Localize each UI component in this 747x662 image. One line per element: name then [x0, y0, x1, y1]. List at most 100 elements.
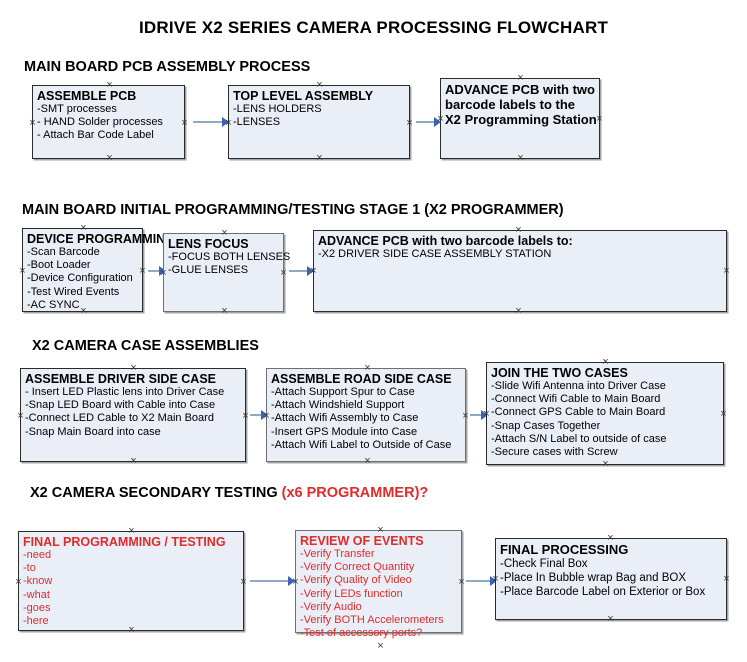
- node-advance-pcb-driver-side-case[interactable]: ADVANCE PCB with two barcode labels to: …: [313, 230, 727, 312]
- connector-handle-left[interactable]: [14, 578, 23, 587]
- node-line: -Insert GPS Module into Case: [271, 425, 418, 438]
- connector-handle-right[interactable]: [405, 119, 414, 128]
- node-assemble-pcb[interactable]: ASSEMBLE PCB -SMT processes - HAND Solde…: [32, 85, 185, 159]
- section-title-main-board-initial-programming: MAIN BOARD INITIAL PROGRAMMING/TESTING S…: [22, 202, 564, 218]
- node-line: -Attach Wifi Assembly to Case: [271, 412, 419, 425]
- connector-handle-right[interactable]: [719, 410, 728, 419]
- connector-handle-bottom[interactable]: [514, 307, 523, 316]
- arrow-head-icon: [288, 576, 295, 586]
- node-lens-focus[interactable]: LENS FOCUS -FOCUS BOTH LENSES -GLUE LENS…: [163, 233, 290, 312]
- node-line: -LENSES: [233, 116, 281, 129]
- node-line: -Verify Quality of Video: [300, 574, 412, 587]
- connector-assemble-pcb-to-top-level-assembly: [193, 121, 227, 123]
- connector-handle-right[interactable]: [461, 412, 470, 421]
- page-title: IDRIVE X2 SERIES CAMERA PROCESSING FLOWC…: [138, 18, 609, 37]
- node-header: FINAL PROCESSING: [500, 542, 629, 557]
- node-line: -to: [23, 562, 36, 575]
- node-line: -Slide Wifi Antenna into Driver Case: [491, 380, 666, 392]
- node-join-the-two-cases[interactable]: JOIN THE TWO CASES -Slide Wifi Antenna i…: [486, 362, 724, 465]
- node-header: DEVICE PROGRAMMING: [27, 232, 175, 246]
- node-line: barcode labels to the: [445, 97, 576, 112]
- node-line: -Check Final Box: [500, 558, 588, 570]
- connector-handle-right[interactable]: [239, 578, 248, 587]
- node-line: -Scan Barcode: [27, 246, 100, 258]
- section-title-x2-camera-secondary-testing: X2 CAMERA SECONDARY TESTING (x6 PROGRAMM…: [30, 485, 428, 501]
- node-header: JOIN THE TWO CASES: [491, 366, 628, 380]
- node-header: LENS FOCUS: [168, 237, 249, 251]
- node-line: -Attach Windshield Support: [271, 399, 405, 412]
- node-line: -X2 DRIVER SIDE CASE ASSEMBLY STATION: [318, 248, 552, 260]
- connector-handle-bottom[interactable]: [105, 154, 114, 163]
- node-line: -GLUE LENSES: [168, 264, 249, 277]
- node-header: ADVANCE PCB with two barcode labels to:: [318, 234, 573, 248]
- node-header: FINAL PROGRAMMING / TESTING: [23, 535, 226, 549]
- node-line: - HAND Solder processes: [37, 116, 163, 129]
- node-assemble-driver-side-case[interactable]: ASSEMBLE DRIVER SIDE CASE - Insert LED P…: [20, 368, 246, 462]
- node-line: -SMT processes: [37, 103, 117, 115]
- arrow-head-icon: [481, 410, 488, 420]
- connector-review-of-events-to-final-processing: [466, 580, 495, 582]
- node-line: -Snap LED Board with Cable into Case: [25, 399, 216, 412]
- node-line: -AC SYNC: [27, 298, 80, 311]
- node-final-processing[interactable]: FINAL PROCESSING -Check Final Box -Place…: [495, 538, 727, 620]
- connector-handle-bottom[interactable]: [363, 457, 372, 466]
- node-line: -Verify Transfer: [300, 548, 375, 560]
- node-line: -here: [23, 615, 49, 628]
- node-device-programming[interactable]: DEVICE PROGRAMMING -Scan Barcode -Boot L…: [22, 228, 175, 312]
- node-header: ASSEMBLE ROAD SIDE CASE: [271, 372, 452, 386]
- node-line-overflow: -Test of accessory ports?: [300, 627, 423, 640]
- connector-handle-bottom[interactable]: [606, 615, 615, 624]
- node-line: -LENS HOLDERS: [233, 103, 322, 115]
- node-final-programming-testing[interactable]: FINAL PROGRAMMING / TESTING -need -to -k…: [18, 531, 244, 631]
- connector-handle-bottom[interactable]: [129, 457, 138, 466]
- node-line: -Connect LED Cable to X2 Main Board: [25, 412, 214, 425]
- node-line: - Insert LED Plastic lens into Driver Ca…: [25, 386, 225, 398]
- arrow-head-icon: [159, 266, 166, 276]
- connector-handle-bottom[interactable]: [376, 642, 385, 651]
- connector-handle-bottom[interactable]: [516, 154, 525, 163]
- connector-final-programming-to-review-of-events: [250, 580, 293, 582]
- connector-handle-right[interactable]: [241, 412, 250, 421]
- connector-handle-right[interactable]: [722, 575, 731, 584]
- node-line: -Boot Loader: [27, 259, 91, 272]
- node-review-of-events[interactable]: REVIEW OF EVENTS -Verify Transfer -Verif…: [295, 530, 462, 639]
- node-line: -Attach S/N Label to outside of case: [491, 432, 667, 445]
- connector-handle-bottom[interactable]: [315, 154, 324, 163]
- node-assemble-road-side-case[interactable]: ASSEMBLE ROAD SIDE CASE -Attach Support …: [266, 368, 466, 462]
- connector-handle-right[interactable]: [722, 267, 731, 276]
- connector-handle-right[interactable]: [457, 578, 466, 587]
- connector-handle-right[interactable]: [279, 269, 288, 278]
- node-line: -Test Wired Events: [27, 285, 120, 298]
- node-header: TOP LEVEL ASSEMBLY: [233, 89, 374, 103]
- arrow-head-icon: [434, 117, 441, 127]
- connector-handle-left[interactable]: [28, 119, 37, 128]
- node-line: -Connect Wifi Cable to Main Board: [491, 393, 661, 406]
- node-line: -Place Barcode Label on Exterior or Box: [500, 586, 706, 598]
- node-top-level-assembly[interactable]: TOP LEVEL ASSEMBLY -LENS HOLDERS -LENSES: [228, 85, 410, 159]
- node-line: -Snap Main Board into case: [25, 425, 161, 438]
- connector-driver-side-to-road-side: [250, 414, 266, 416]
- node-line: -what: [23, 588, 50, 601]
- connector-handle-left[interactable]: [16, 412, 25, 421]
- node-line: -Snap Cases Together: [491, 419, 601, 432]
- connector-handle-right[interactable]: [180, 119, 189, 128]
- arrow-head-icon: [222, 117, 229, 127]
- arrow-head-icon: [261, 410, 268, 420]
- connector-handle-left[interactable]: [18, 267, 27, 276]
- node-line: -Attach Support Spur to Case: [271, 386, 415, 398]
- node-line: -Attach Wifi Label to Outside of Case: [271, 438, 452, 451]
- arrow-head-icon: [307, 266, 314, 276]
- connector-handle-right[interactable]: [138, 267, 147, 276]
- connector-handle-bottom[interactable]: [220, 307, 229, 316]
- section-title-accent: (x6 PROGRAMMER)?: [281, 485, 429, 501]
- node-line: -Verify Audio: [300, 600, 362, 613]
- connector-device-programming-to-lens-focus: [148, 270, 164, 272]
- node-line: - Attach Bar Code Label: [37, 129, 154, 142]
- section-title-main-board-pcb-assembly-process: MAIN BOARD PCB ASSEMBLY PROCESS: [24, 59, 311, 75]
- node-line: -Device Configuration: [27, 272, 133, 285]
- node-line: -Secure cases with Screw: [491, 446, 618, 459]
- section-title-text: X2 CAMERA SECONDARY TESTING: [30, 485, 282, 501]
- node-line: -know: [23, 575, 53, 588]
- connector-handle-bottom[interactable]: [601, 460, 610, 469]
- node-advance-pcb-programming-station[interactable]: ADVANCE PCB with two barcode labels to t…: [440, 78, 600, 159]
